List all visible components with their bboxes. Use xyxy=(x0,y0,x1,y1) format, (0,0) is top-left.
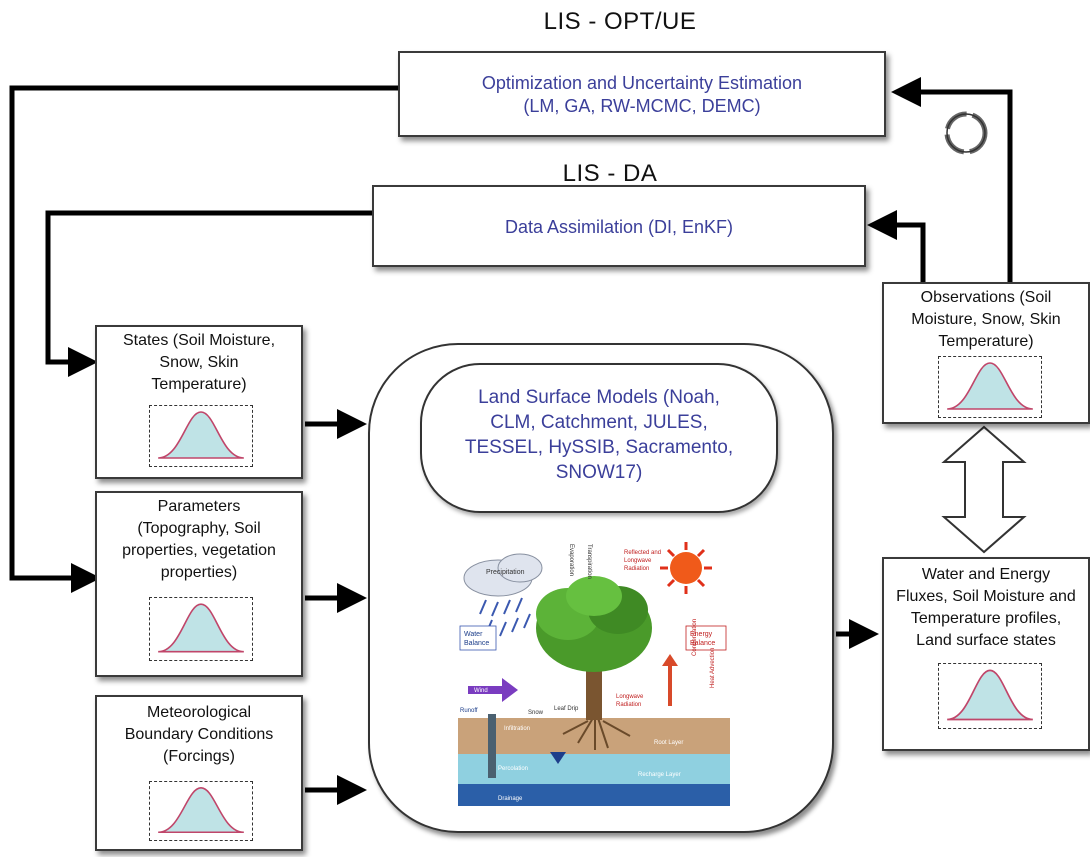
label-water-balance-2: Balance xyxy=(464,640,489,647)
label-wind: Wind xyxy=(474,688,488,694)
outputs-label-line3: Temperature profiles, xyxy=(910,610,1062,627)
states-box: States (Soil Moisture, Snow, Skin Temper… xyxy=(95,325,303,479)
arrow-observations-to-opt xyxy=(891,77,1013,282)
parameters-label-line3: properties, vegetation xyxy=(122,542,276,559)
lsm-label-line4: SNOW17) xyxy=(555,462,643,483)
lsm-label-line1: Land Surface Models (Noah, xyxy=(478,387,720,408)
label-water-balance-1: Water xyxy=(464,631,483,638)
label-transpiration: Transpiration xyxy=(586,544,592,579)
forcings-distribution-icon xyxy=(149,781,253,841)
optimization-methods: (LM, GA, RW-MCMC, DEMC) xyxy=(523,96,761,116)
label-drainage: Drainage xyxy=(498,796,523,802)
label-radiation: Radiation xyxy=(624,566,649,572)
data-assimilation-box: Data Assimilation (DI, EnKF) xyxy=(372,185,866,267)
lsm-label-line2: CLM, Catchment, JULES, xyxy=(490,412,708,433)
optimization-label: Optimization and Uncertainty Estimation xyxy=(481,73,803,93)
label-energy-balance-2: Balance xyxy=(690,640,715,647)
lsm-label-line3: TESSEL, HySSIB, Sacramento, xyxy=(464,437,734,458)
arrow-da-to-states xyxy=(45,210,372,377)
parameters-box: Parameters (Topography, Soil properties,… xyxy=(95,491,303,677)
label-evaporation: Evaporation xyxy=(568,544,574,576)
forcings-box: Meteorological Boundary Conditions (Forc… xyxy=(95,695,303,851)
label-reflected: Reflected and xyxy=(624,550,661,556)
observations-label-line1: Observations (Soil xyxy=(920,289,1052,306)
opt-ue-title: LIS - OPT/UE xyxy=(543,8,697,35)
states-label-line2: Snow, Skin xyxy=(159,354,239,371)
states-label-line3: Temperature) xyxy=(151,376,247,393)
forcings-label-line3: (Forcings) xyxy=(162,748,235,765)
outputs-label-line1: Water and Energy xyxy=(921,566,1051,583)
double-arrow-observations-outputs xyxy=(941,425,1027,554)
label-infiltration: Infiltration xyxy=(504,726,530,732)
outputs-label-line4: Land surface states xyxy=(916,632,1056,649)
label-root-layer: Root Layer xyxy=(654,740,683,746)
label-energy-balance-1: Energy xyxy=(690,631,713,638)
outputs-box: Water and Energy Fluxes, Soil Moisture a… xyxy=(882,557,1090,751)
land-surface-models-box: Land Surface Models (Noah, CLM, Catchmen… xyxy=(420,363,778,513)
label-leaf-drip: Leaf Drip xyxy=(554,706,579,712)
cycle-icon xyxy=(944,111,988,155)
observations-box: Observations (Soil Moisture, Snow, Skin … xyxy=(882,282,1090,424)
label-runoff: Runoff xyxy=(460,708,478,714)
label-precipitation: Precipitation xyxy=(486,569,525,576)
data-assimilation-label: Data Assimilation (DI, EnKF) xyxy=(504,217,734,237)
arrow-opt-to-parameters xyxy=(9,85,398,593)
arrow-observations-to-da xyxy=(867,210,926,282)
label-recharge-layer: Recharge Layer xyxy=(638,772,681,778)
label-snow: Snow xyxy=(528,710,544,716)
label-heat-advection: Heat Advection xyxy=(710,648,716,688)
optimization-box: Optimization and Uncertainty Estimation … xyxy=(398,51,886,137)
parameters-distribution-icon xyxy=(149,597,253,661)
parameters-label-line1: Parameters xyxy=(157,498,241,515)
parameters-label-line4: properties) xyxy=(160,564,238,581)
forcings-label-line1: Meteorological xyxy=(146,704,252,721)
land-surface-illustration: Precipitation Reflected and Longwave Rad… xyxy=(458,542,730,806)
label-longwave-radiation-1: Longwave xyxy=(616,694,644,700)
states-label-line1: States (Soil Moisture, xyxy=(122,332,276,349)
parameters-label-line2: (Topography, Soil xyxy=(137,520,261,537)
states-distribution-icon xyxy=(149,405,253,467)
observations-label-line3: Temperature) xyxy=(938,333,1034,350)
label-longwave-radiation-2: Radiation xyxy=(616,702,641,708)
forcings-label-line2: Boundary Conditions xyxy=(124,726,274,743)
label-condensation: Condensation xyxy=(692,619,698,656)
da-title: LIS - DA xyxy=(562,160,658,187)
outputs-distribution-icon xyxy=(938,663,1042,729)
observations-distribution-icon xyxy=(938,356,1042,418)
label-longwave: Longwave xyxy=(624,558,652,564)
observations-label-line2: Moisture, Snow, Skin xyxy=(911,311,1061,328)
outputs-label-line2: Fluxes, Soil Moisture and xyxy=(896,588,1076,605)
label-percolation: Percolation xyxy=(498,766,528,772)
